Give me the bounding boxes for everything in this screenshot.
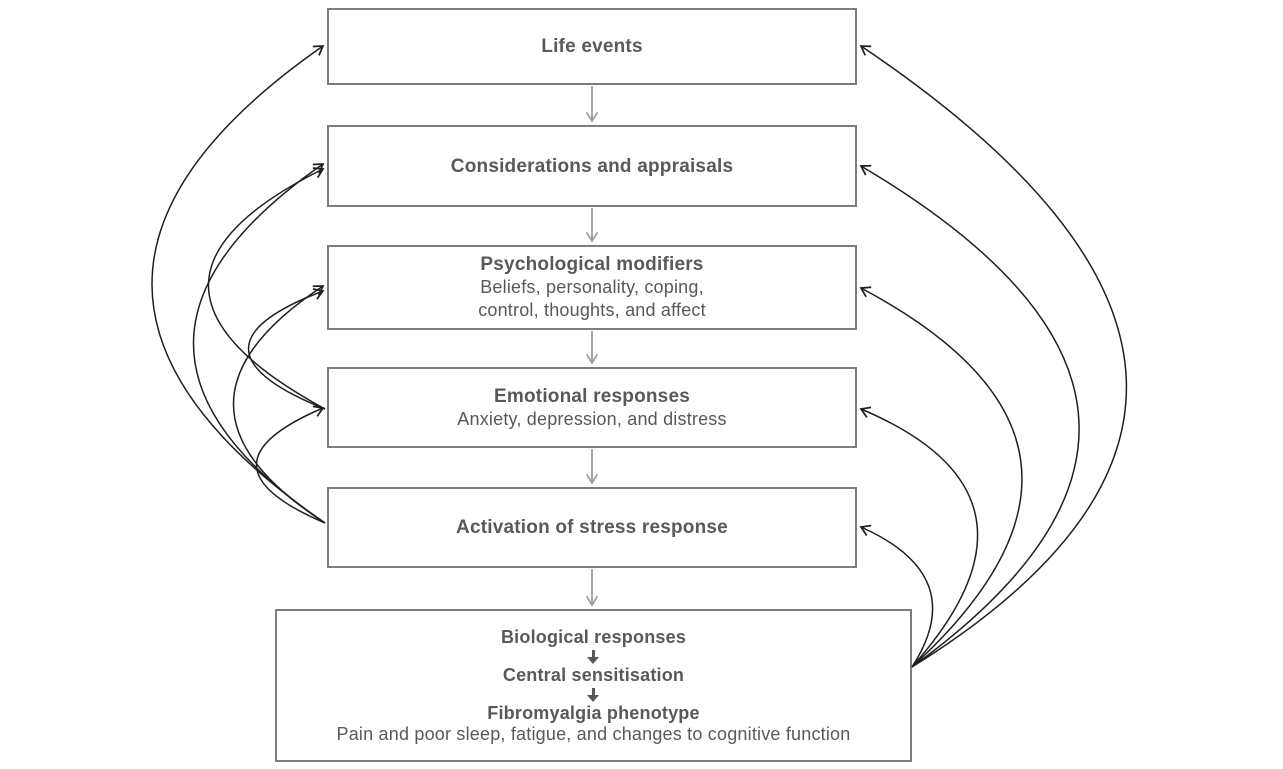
box-psychological-modifiers: Psychological modifiers Beliefs, persona… [327, 245, 857, 330]
feedback-arrow-emotional-to-psychological [247, 288, 326, 410]
box-life-events-title: Life events [541, 36, 643, 57]
box-psychological-modifiers-subtitle-line2: control, thoughts, and affect [478, 300, 706, 320]
box-psychological-modifiers-title: Psychological modifiers [480, 254, 704, 275]
box-psychological-modifiers-subtitle-line1: Beliefs, personality, coping, [480, 277, 704, 297]
feedback-arrow-stress-to-psychological [232, 285, 326, 524]
feedback-arrow-stress-to-considerations [192, 163, 326, 524]
box-stress-response-title: Activation of stress response [456, 517, 728, 538]
box-stress-response: Activation of stress response [327, 487, 857, 568]
feedback-arrow-stress-to-life-events [151, 45, 326, 524]
feedback-arrow-outcome-to-considerations [859, 164, 1080, 668]
box-considerations-title: Considerations and appraisals [450, 155, 734, 177]
outcome-stage-fibromyalgia-phenotype: Fibromyalgia phenotype [487, 702, 700, 723]
feedback-arrow-stress-to-emotional [255, 405, 326, 524]
feedback-arrow-outcome-to-life-events [859, 45, 1128, 668]
box-emotional-responses-subtitle: Anxiety, depression, and distress [457, 408, 727, 429]
down-arrow-icon [587, 649, 600, 664]
outcome-subtitle: Pain and poor sleep, fatigue, and change… [336, 723, 851, 744]
outcome-stage-biological-responses: Biological responses [500, 626, 687, 647]
down-arrow-icon [587, 687, 600, 702]
box-life-events: Life events [327, 8, 857, 85]
box-emotional-responses: Emotional responses Anxiety, depression,… [327, 367, 857, 448]
box-outcome: Biological responses Central sensitisati… [275, 609, 912, 762]
feedback-arrow-emotional-to-considerations [207, 167, 326, 410]
outcome-stage-central-sensitisation: Central sensitisation [502, 664, 685, 685]
box-considerations: Considerations and appraisals [327, 125, 857, 207]
box-emotional-responses-title: Emotional responses [494, 385, 690, 407]
